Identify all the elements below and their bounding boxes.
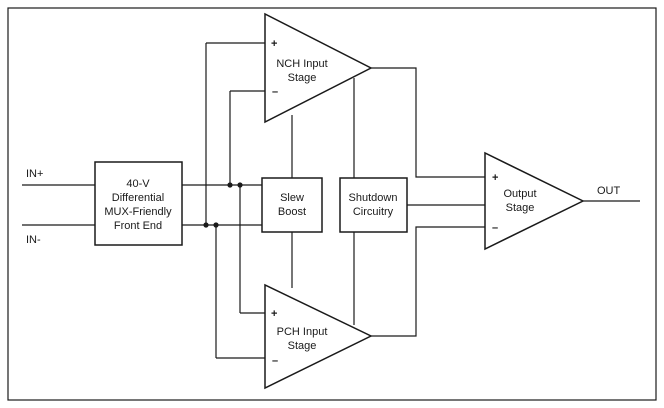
pch-label-line-2: Stage [288,340,317,352]
pch-label-line-1: PCH Input [277,326,328,338]
pch-plus-sign: + [271,308,277,320]
in-plus-label: IN+ [26,168,43,180]
front-end-label-line-1: 40-V [126,178,150,190]
shutdown-label-line-2: Circuitry [353,206,394,218]
nch-minus-sign: – [272,86,278,98]
junction-dot [213,222,219,228]
front-end-block: 40-V Differential MUX-Friendly Front End [94,161,183,246]
front-end-label-line-3: MUX-Friendly [104,206,172,218]
wire-nch-out [371,67,485,178]
nch-label-line-1: NCH Input [276,58,327,70]
output-stage-label-line-1: Output [503,188,536,200]
nch-plus-sign: + [271,38,277,50]
wires [22,42,640,359]
pch-input-stage: + – PCH Input Stage [264,283,373,390]
junction-dot [227,182,233,188]
in-minus-label: IN- [26,234,41,246]
output-stage-label-line-2: Stage [506,202,535,214]
slew-boost-label-line-1: Slew [280,192,304,204]
front-end-label-line-2: Differential [112,192,164,204]
slew-boost-block: Slew Boost [261,177,323,233]
nch-input-stage: + – NCH Input Stage [264,12,373,124]
output-stage: + – Output Stage [484,151,585,251]
shutdown-circuitry-block: Shutdown Circuitry [339,177,408,233]
output-minus-sign: – [492,222,498,234]
output-plus-sign: + [492,172,498,184]
junctions [203,182,243,228]
pch-minus-sign: – [272,355,278,367]
front-end-label-line-4: Front End [114,220,162,232]
junction-dot [237,182,243,188]
wire-pch-out [371,226,485,337]
shutdown-label-line-1: Shutdown [349,192,398,204]
out-label: OUT [597,185,621,197]
junction-dot [203,222,209,228]
slew-boost-label-line-2: Boost [278,206,306,218]
nch-label-line-2: Stage [288,72,317,84]
